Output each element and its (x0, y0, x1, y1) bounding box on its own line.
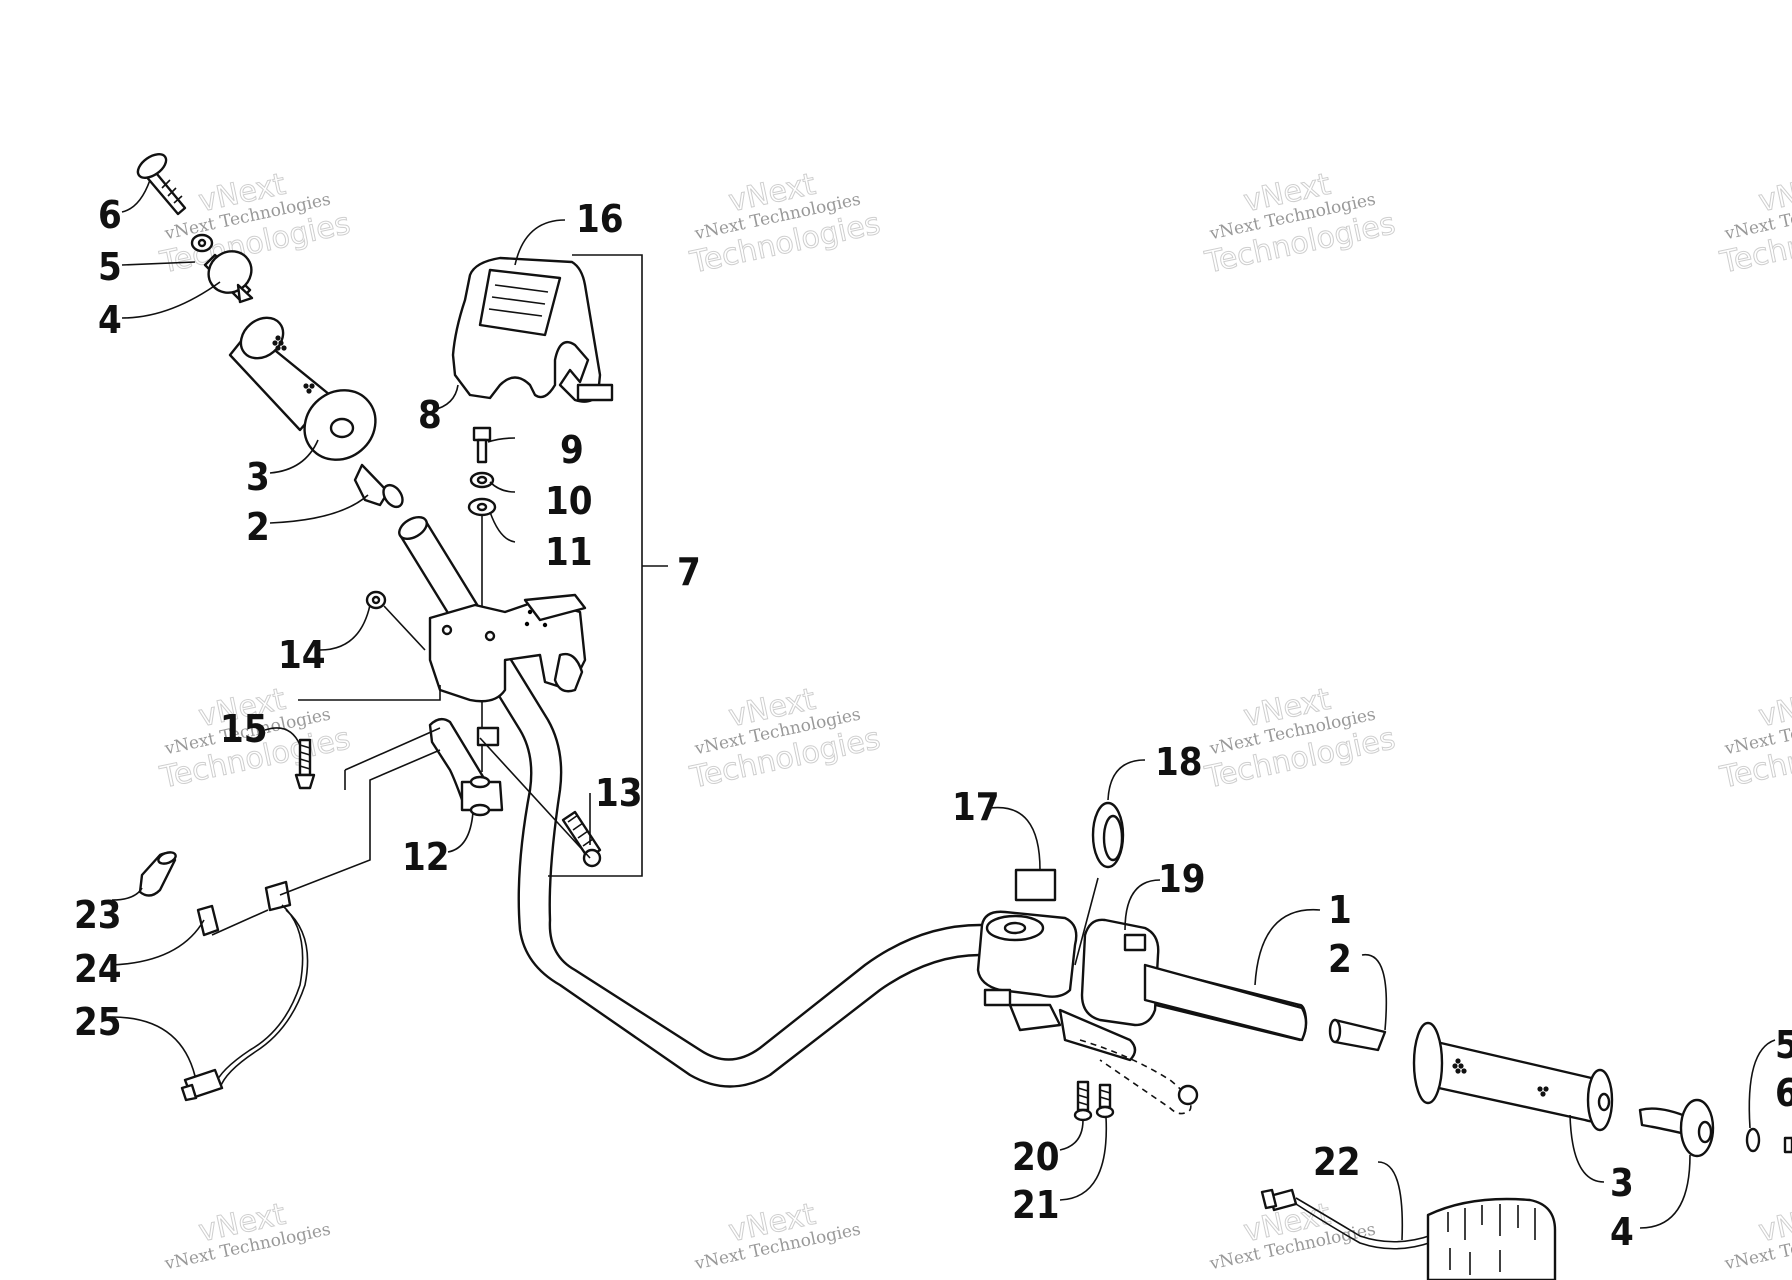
screw-21 (1095, 1083, 1115, 1119)
insulator-24 (196, 904, 220, 937)
end-bolt-right (1783, 1136, 1792, 1154)
nut-14 (365, 590, 426, 651)
callout-15: 15 (220, 707, 268, 751)
throttle-lever (428, 717, 504, 817)
assembly-axis-line-right (1074, 877, 1099, 966)
callout-19: 19 (1158, 857, 1206, 901)
wire-cap-23 (138, 851, 177, 897)
washer-left (190, 233, 214, 253)
watermark: vNext vNext Technologies Technologies (1201, 681, 1399, 796)
screw-20 (1073, 1080, 1093, 1122)
decal-17 (1014, 868, 1057, 902)
watermark: vNext vNext Technologies (1722, 1196, 1792, 1274)
callout-13: 13 (595, 771, 643, 815)
washer-18 (1091, 801, 1125, 869)
callout-5-left: 5 (98, 245, 122, 289)
callout-23: 23 (74, 893, 122, 937)
callout-5-right: 5 (1775, 1023, 1792, 1067)
end-weight-left (203, 250, 254, 304)
end-bolt-left (136, 153, 187, 216)
watermark: vNext vNext Technologies Technologies (1201, 166, 1399, 281)
callout-17: 17 (952, 785, 1000, 829)
callout-3-left: 3 (246, 455, 270, 499)
callout-16: 16 (576, 197, 624, 241)
callout-25: 25 (74, 1000, 122, 1044)
watermark: vNext vNext Technologies (692, 1196, 862, 1274)
callout-8: 8 (418, 393, 442, 437)
assembly-bracket-line (298, 685, 441, 701)
throttle-housing-19 (1080, 918, 1308, 1042)
callout-labels: 6 5 4 3 2 16 8 9 10 11 7 14 15 13 12 23 … (74, 193, 1792, 1254)
connector-line (344, 727, 441, 790)
callout-4-right: 4 (1610, 1210, 1634, 1254)
lock-washer-10 (469, 471, 495, 489)
callout-6-right: 6 (1775, 1071, 1792, 1115)
end-weight-right (1638, 1098, 1715, 1158)
callout-14: 14 (278, 633, 326, 677)
callout-4-left: 4 (98, 298, 122, 342)
screw-15 (294, 738, 316, 790)
callout-18: 18 (1155, 740, 1203, 784)
grip-left (228, 316, 377, 461)
sleeve-right (1328, 1018, 1387, 1052)
flat-washer-11 (467, 497, 497, 517)
grip-right (1412, 1021, 1614, 1132)
switch-housing-cover (451, 256, 614, 403)
wire-route-line (279, 749, 441, 896)
watermark: vNext vNext Technologies Technologies (686, 166, 884, 281)
callout-12: 12 (402, 835, 450, 879)
callout-3-right: 3 (1610, 1161, 1634, 1205)
callout-1: 1 (1328, 888, 1352, 932)
switch-housing-base (428, 593, 587, 703)
screw-13 (479, 737, 602, 868)
callout-20: 20 (1012, 1135, 1060, 1179)
watermark: vNext vNext Technologies Technologies (686, 681, 884, 796)
heater-element-22 (1260, 1188, 1557, 1280)
callout-24: 24 (74, 947, 122, 991)
callout-7: 7 (677, 550, 701, 594)
callout-9: 9 (560, 428, 584, 472)
leader-lines (111, 179, 1776, 1241)
callout-11: 11 (545, 530, 593, 574)
sleeve-left (353, 463, 404, 509)
wire-harness-25 (180, 880, 309, 1102)
washer-right (1745, 1127, 1761, 1153)
callout-21: 21 (1012, 1183, 1060, 1227)
callout-2-left: 2 (246, 505, 270, 549)
callout-10: 10 (545, 479, 593, 523)
watermark: vNext vNext Technologies Technologies (1716, 681, 1792, 796)
screw-9 (472, 426, 492, 464)
callout-22: 22 (1313, 1140, 1361, 1184)
brake-master-cylinder (976, 910, 1199, 1115)
watermark: vNext vNext Technologies Technologies (1716, 166, 1792, 281)
watermark: vNext vNext Technologies (162, 1196, 332, 1274)
callout-2-right: 2 (1328, 937, 1352, 981)
callout-6-left: 6 (98, 193, 122, 237)
